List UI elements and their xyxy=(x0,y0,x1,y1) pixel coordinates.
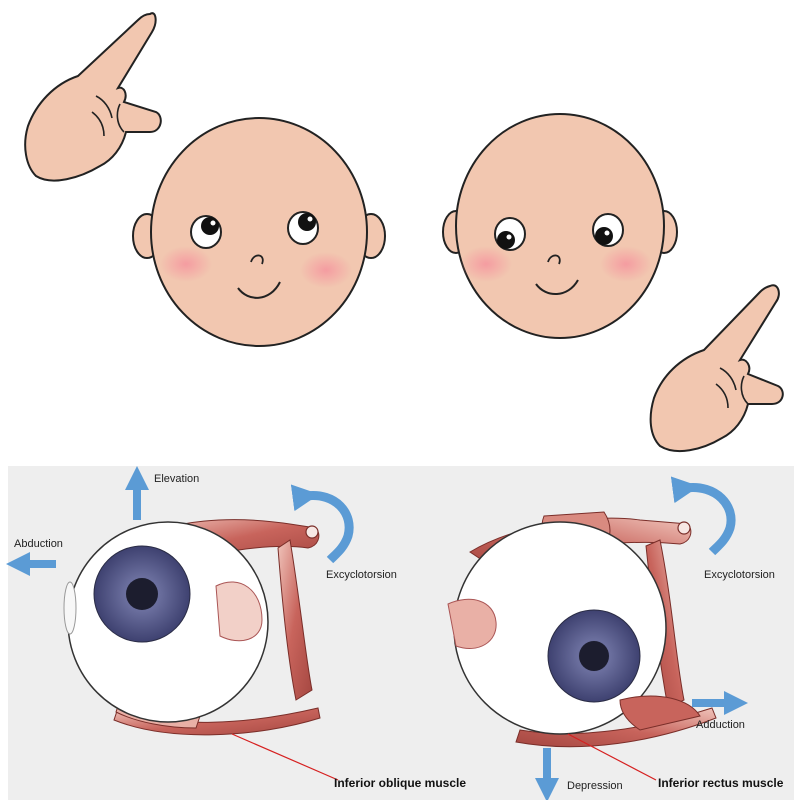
left-muscle-pointer-line xyxy=(232,734,338,780)
inferior-rectus-muscle-label: Inferior rectus muscle xyxy=(658,776,783,790)
left-eyeball-inferior-oblique xyxy=(64,520,320,735)
right-eyeball-inferior-rectus xyxy=(448,512,716,747)
adduction-label: Adduction xyxy=(696,719,745,731)
right-pointing-hand-icon xyxy=(651,285,783,451)
depression-label: Depression xyxy=(567,780,623,792)
right-excyclotorsion-arrow-icon xyxy=(686,488,731,552)
left-face-looking-up-right xyxy=(133,118,385,346)
inferior-oblique-muscle-label: Inferior oblique muscle xyxy=(334,776,466,790)
left-excyclotorsion-label: Excyclotorsion xyxy=(326,569,397,581)
left-pointing-hand-icon xyxy=(25,13,161,180)
elevation-label: Elevation xyxy=(154,473,199,485)
abduction-label: Abduction xyxy=(14,538,63,550)
right-excyclotorsion-label: Excyclotorsion xyxy=(704,569,775,581)
right-face-looking-down-left xyxy=(443,114,677,338)
